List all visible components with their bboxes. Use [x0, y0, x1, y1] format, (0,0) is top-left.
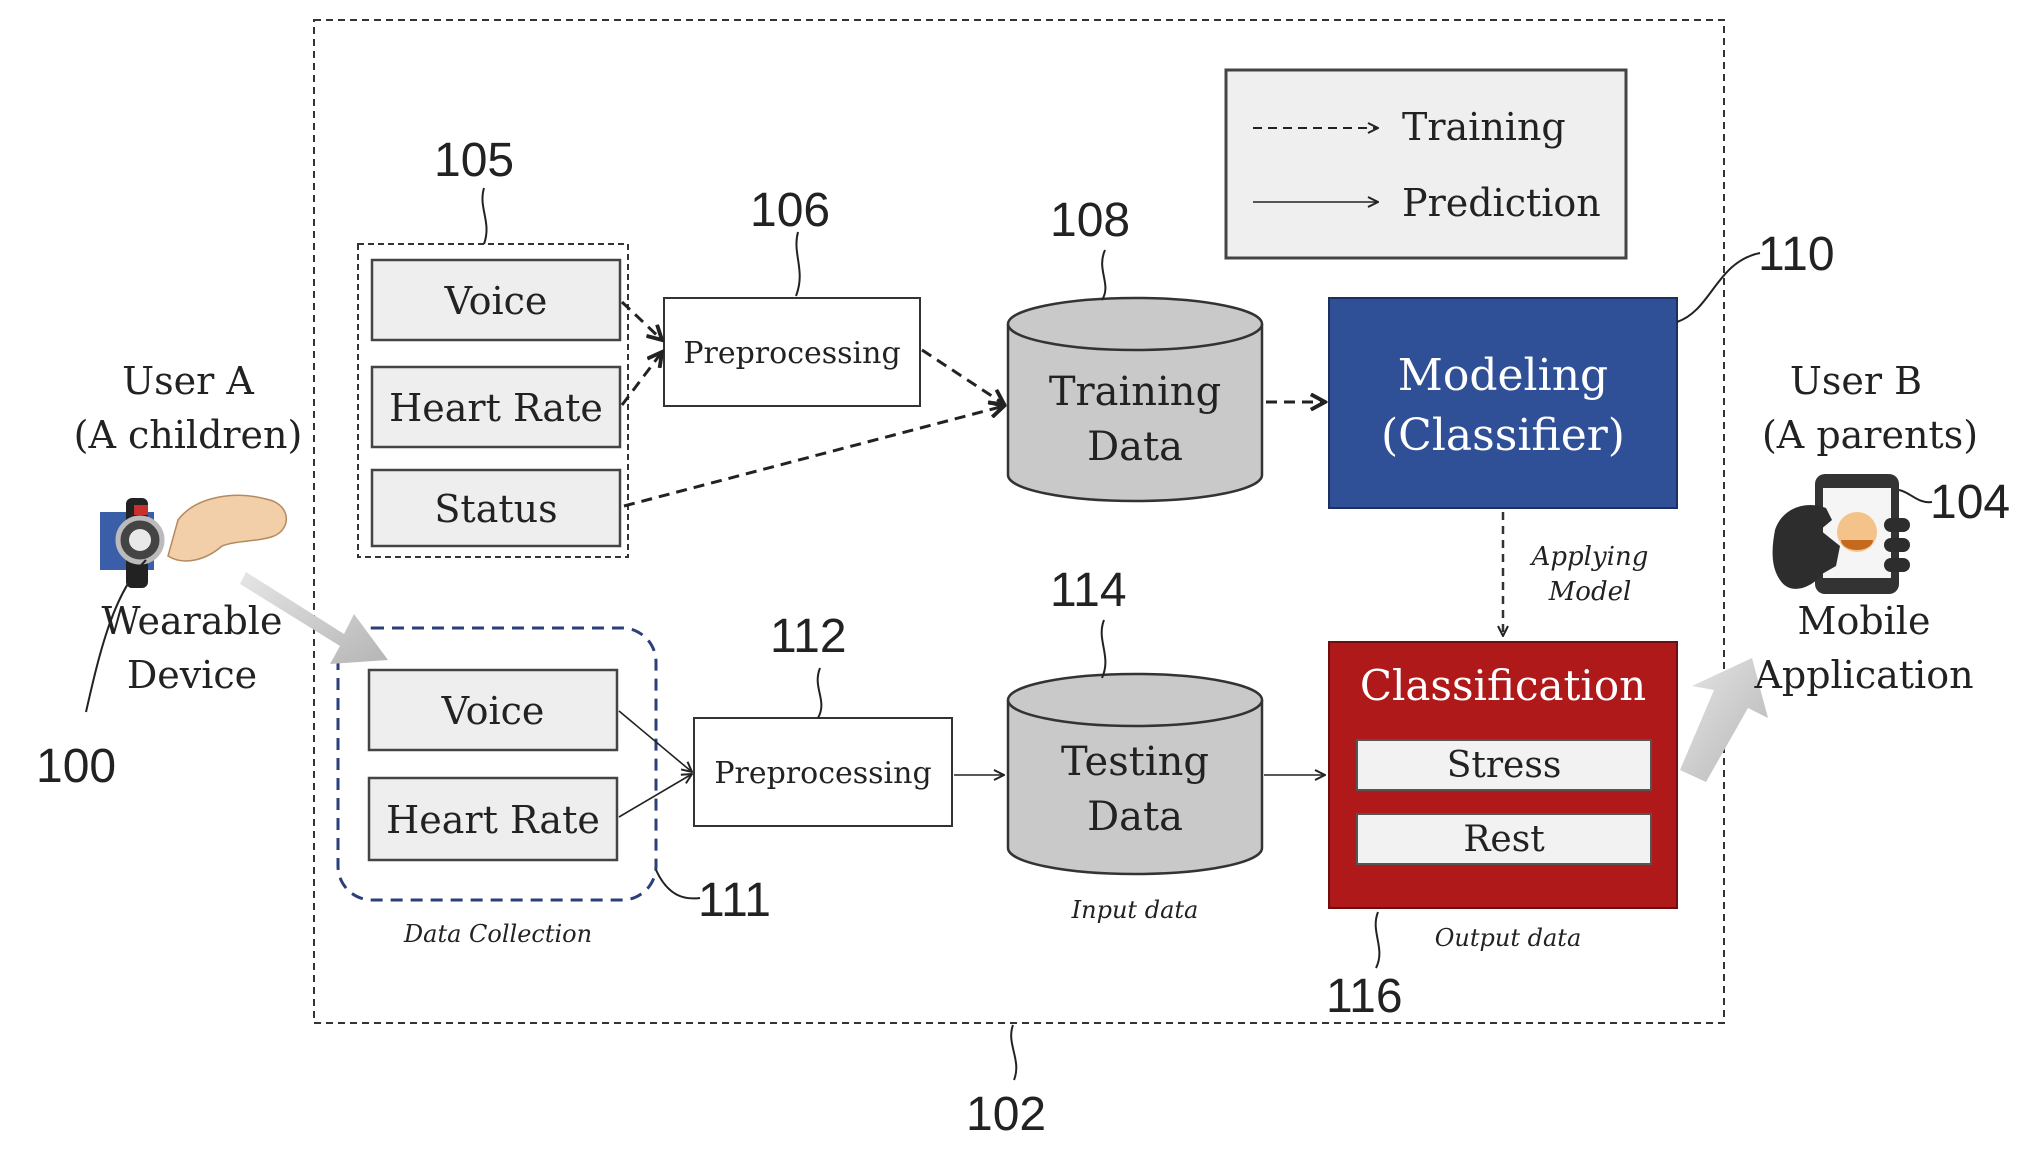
- ref-105: 105: [434, 134, 514, 187]
- training-data-cylinder: Training Data: [1008, 298, 1262, 501]
- preprocessing-testing: Preprocessing: [694, 718, 952, 826]
- training-input-status: Status: [372, 470, 620, 546]
- training-data-label-1: Training: [1049, 369, 1221, 415]
- testing-data-cylinder: Testing Data: [1008, 674, 1262, 874]
- preprocessing-testing-label: Preprocessing: [714, 756, 931, 791]
- ref-102: 102: [966, 1088, 1046, 1141]
- training-input-heart-rate: Heart Rate: [372, 367, 620, 447]
- legend-prediction-label: Prediction: [1402, 181, 1601, 225]
- applying-model-label-2: Model: [1548, 577, 1632, 607]
- user-a-role: (A children): [74, 413, 303, 457]
- training-input-status-label: Status: [434, 487, 557, 531]
- ref-106: 106: [750, 184, 830, 237]
- wearable-device-icon: [100, 495, 286, 588]
- mobile-application-label-2: Application: [1753, 653, 1973, 697]
- training-input-voice: Voice: [372, 260, 620, 340]
- caption-input-data: Input data: [1071, 896, 1199, 924]
- classification-item-stress-label: Stress: [1447, 745, 1562, 786]
- ref-114: 114: [1050, 564, 1127, 617]
- user-b-label: User B: [1790, 359, 1922, 403]
- modeling-classifier: Modeling (Classifier): [1329, 298, 1677, 508]
- legend-training-label: Training: [1402, 105, 1566, 149]
- caption-data-collection: Data Collection: [403, 920, 592, 948]
- testing-data-label-1: Testing: [1061, 739, 1209, 785]
- modeling-label-1: Modeling: [1398, 350, 1608, 401]
- classification-item-rest-label: Rest: [1463, 819, 1545, 860]
- testing-input-voice-label: Voice: [441, 689, 545, 733]
- ref-116: 116: [1326, 970, 1403, 1023]
- modeling-label-2: (Classifier): [1381, 410, 1625, 461]
- training-input-voice-label: Voice: [444, 279, 548, 323]
- training-input-heart-rate-label: Heart Rate: [389, 386, 603, 430]
- user-b-role: (A parents): [1762, 413, 1978, 457]
- ref-112: 112: [770, 610, 847, 663]
- testing-input-heart-rate-label: Heart Rate: [386, 798, 600, 842]
- ref-110: 110: [1758, 228, 1835, 281]
- ref-111: 111: [698, 874, 771, 927]
- preprocessing-training-label: Preprocessing: [683, 336, 900, 371]
- mobile-application-icon: [1773, 474, 1910, 594]
- wearable-device-label-2: Device: [127, 653, 257, 697]
- testing-data-label-2: Data: [1087, 794, 1183, 840]
- training-data-label-2: Data: [1087, 424, 1183, 470]
- classification-title: Classification: [1360, 661, 1646, 710]
- legend: Training Prediction: [1226, 70, 1626, 258]
- applying-model-label-1: Applying: [1530, 542, 1649, 572]
- ref-104: 104: [1930, 476, 2010, 529]
- ref-108: 108: [1050, 194, 1130, 247]
- classification-box: Classification Stress Rest: [1329, 642, 1677, 908]
- user-a-label: User A: [122, 359, 254, 403]
- ref-100: 100: [36, 740, 116, 793]
- preprocessing-training: Preprocessing: [664, 298, 920, 406]
- mobile-application-label-1: Mobile: [1798, 599, 1931, 643]
- testing-input-heart-rate: Heart Rate: [369, 778, 617, 860]
- wearable-device-label-1: Wearable: [102, 599, 283, 643]
- testing-input-voice: Voice: [369, 670, 617, 750]
- caption-output-data: Output data: [1435, 924, 1582, 952]
